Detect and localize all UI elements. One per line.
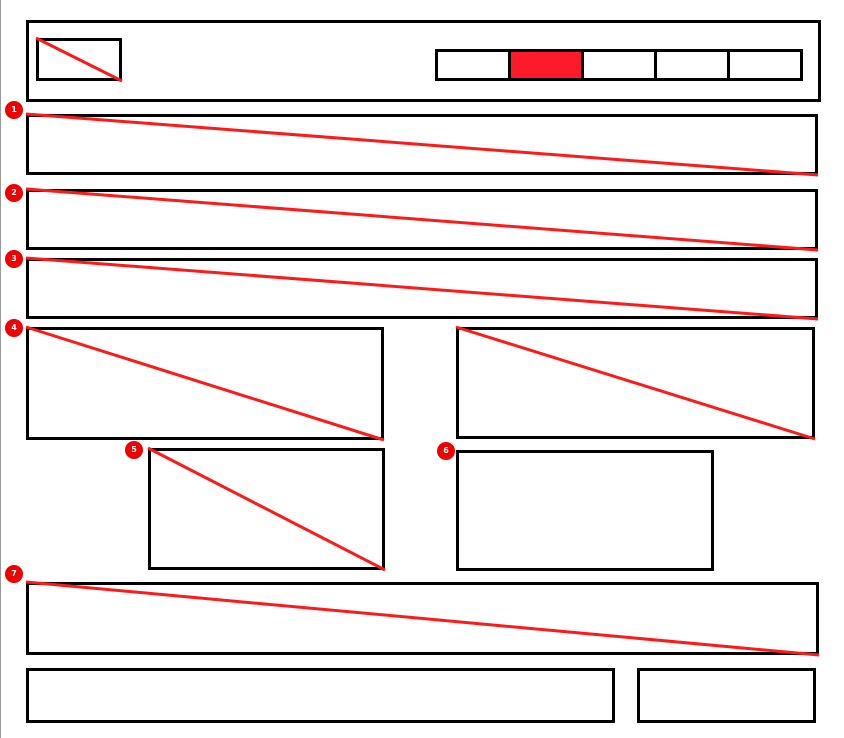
image-placeholder-icon (36, 38, 122, 81)
nav-item-5[interactable] (730, 52, 800, 78)
nav-item-1[interactable] (438, 52, 511, 78)
image-placeholder-icon (456, 327, 815, 439)
section-badge-4: 4 (5, 319, 23, 337)
nav-item-4[interactable] (657, 52, 730, 78)
section-7-placeholder (26, 582, 819, 655)
section-5-placeholder (148, 448, 385, 570)
nav-item-2-active[interactable] (511, 52, 584, 78)
section-badge-1: 1 (5, 101, 23, 119)
image-placeholder-icon (26, 582, 819, 655)
image-placeholder-icon (26, 189, 818, 250)
section-4-right-placeholder (456, 327, 815, 439)
section-6-empty-box (456, 450, 714, 571)
section-badge-7: 7 (5, 565, 23, 583)
section-2-placeholder (26, 189, 818, 250)
footer-left-box (26, 668, 615, 723)
page-left-edge (0, 0, 1, 738)
image-placeholder-icon (26, 327, 384, 440)
section-badge-2: 2 (5, 184, 23, 202)
section-3-placeholder (26, 258, 818, 319)
section-badge-6: 6 (437, 442, 455, 460)
nav-bar (435, 49, 803, 81)
image-placeholder-icon (26, 114, 818, 175)
section-4-left-placeholder (26, 327, 384, 440)
image-placeholder-icon (26, 258, 818, 319)
section-1-placeholder (26, 114, 818, 175)
footer-right-box (637, 668, 816, 723)
section-badge-5: 5 (125, 441, 143, 459)
section-badge-3: 3 (5, 250, 23, 268)
image-placeholder-icon (148, 448, 385, 570)
logo-placeholder[interactable] (36, 38, 122, 81)
nav-item-3[interactable] (584, 52, 657, 78)
